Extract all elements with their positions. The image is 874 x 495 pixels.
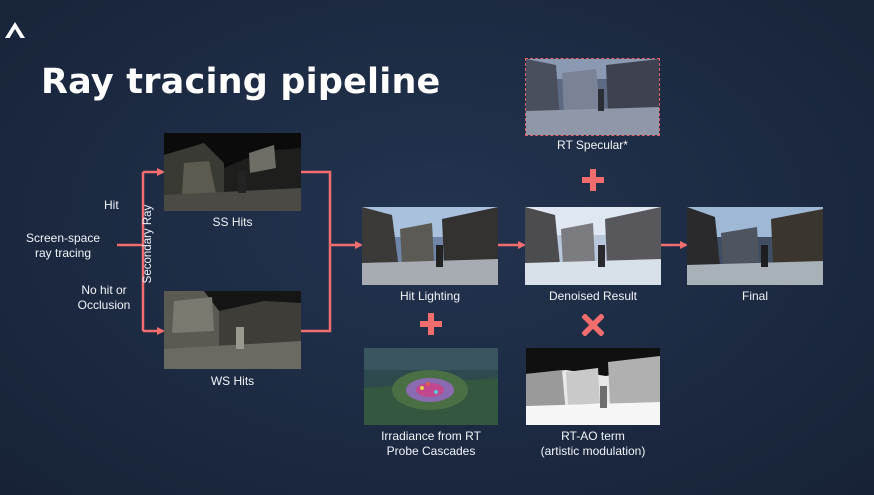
denoised-result-label: Denoised Result [548,289,638,303]
ws-hits-image [164,291,301,369]
rt-ao-image [526,348,660,425]
source-label: Screen-space ray tracing [25,231,101,260]
branch-label: Secondary Ray [142,204,154,284]
irradiance-label: Irradiance from RT Probe Cascades [381,429,481,458]
irradiance-image [364,348,498,425]
ss-hits-image [164,133,301,211]
final-image [687,207,823,285]
hit-lighting-image [362,207,498,285]
rt-specular-image [525,58,660,136]
ss-hits-label: SS Hits [212,215,253,229]
ws-hits-connector [301,245,332,333]
hit-lighting-label: Hit Lighting [399,289,461,303]
multiply-icon [582,314,604,336]
plus-icon [582,169,604,191]
miss-label: No hit or Occlusion [77,283,131,312]
company-logo-icon [5,22,25,38]
ss-hits-connector [301,170,332,245]
plus-icon [420,313,442,335]
final-label: Final [741,289,768,303]
slide-title: Ray tracing pipeline [41,62,441,102]
rt-specular-label: RT Specular* [557,138,628,152]
ws-hits-label: WS Hits [210,374,255,388]
denoised-result-image [525,207,661,285]
rt-ao-label: RT-AO term (artistic modulation) [540,429,646,458]
hit-label: Hit [104,198,119,212]
